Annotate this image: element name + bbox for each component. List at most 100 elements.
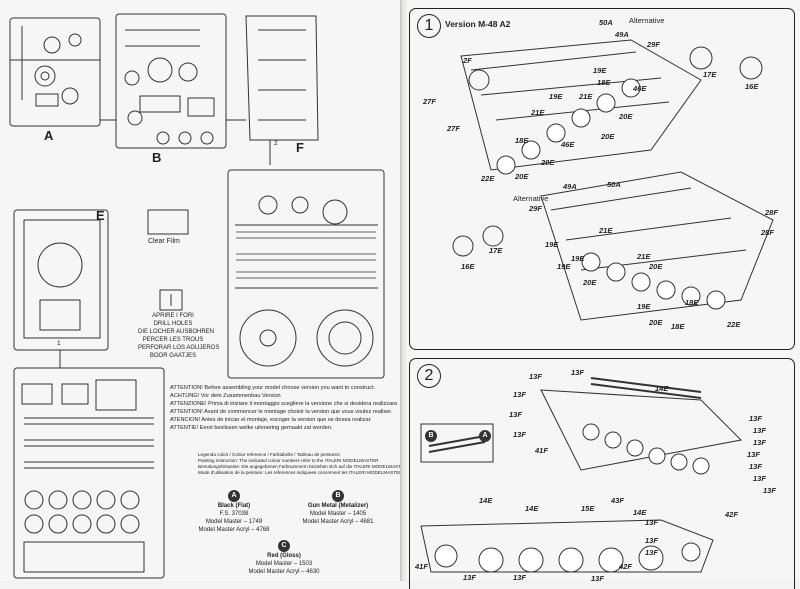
- sprue-f-label: F: [296, 140, 304, 155]
- sprue-a-label: A: [44, 128, 54, 143]
- callout: 14E: [479, 496, 493, 505]
- colour-ref: Model Master – 1405: [309, 511, 367, 517]
- colour-ref: Model Master – 1503: [255, 561, 313, 567]
- callout: 27F: [423, 97, 436, 106]
- colour-name: Red (Gloss): [267, 553, 301, 559]
- sprue-f-part-number: 2: [274, 140, 278, 147]
- colour-ref: Model Master – 1749: [205, 519, 263, 525]
- colour-ref: Model Master Acryl – 4681: [302, 519, 374, 525]
- sprue-e-part-number: 1: [57, 340, 61, 347]
- warning-line: ATENCION! Antes de iniciar el montaje, e…: [170, 417, 372, 423]
- colour-ref: Model Master Acryl – 4768: [198, 527, 270, 533]
- callout: 13F: [749, 462, 762, 471]
- callout: 20E: [515, 172, 529, 181]
- callout: 13F: [753, 426, 766, 435]
- callout: 19E: [571, 254, 585, 263]
- step-1-number: 1: [417, 14, 441, 38]
- callout: 18E: [597, 78, 611, 87]
- callout: 19E: [545, 240, 559, 249]
- callout: 13F: [509, 410, 522, 419]
- warning-line: ATTENTIE! Eerst beslissen welke uitvoeri…: [170, 425, 333, 431]
- callout: 42F: [619, 562, 632, 571]
- callout: 21E: [531, 108, 545, 117]
- callout: 28F: [765, 208, 778, 217]
- callout: 17E: [703, 70, 717, 79]
- callout: 14E: [633, 508, 647, 517]
- callout: 19E: [557, 262, 571, 271]
- callout: 13F: [513, 430, 526, 439]
- alternative-top-label: Alternative: [629, 16, 665, 25]
- callout: 50A: [607, 180, 621, 189]
- drill-note-line: APRIRE I FORI: [152, 313, 194, 319]
- colour-ref: Model Master Acryl – 4630: [248, 569, 320, 575]
- callout: 16E: [461, 262, 475, 271]
- inset-badge-a: A: [479, 430, 491, 442]
- step-2-frame: [409, 358, 795, 589]
- callout: 18E: [685, 298, 699, 307]
- right-page: 1 Version M-48 A2 Alternative Alternativ…: [400, 0, 800, 589]
- callout: 46E: [561, 140, 575, 149]
- step-2-number: 2: [417, 364, 441, 388]
- sprue-e-label: E: [96, 208, 105, 223]
- callout: 13F: [645, 518, 658, 527]
- legend-line: Mode d'utilisation de la peinture: Les r…: [198, 470, 403, 475]
- legend-line: Legenda colori / Colour reference / Farb…: [198, 452, 341, 457]
- callout: 2F: [463, 56, 472, 65]
- step-drawings: [420, 39, 774, 573]
- callout: 13F: [763, 486, 776, 495]
- sprue-drawings: [9, 13, 385, 579]
- callout: 13F: [753, 474, 766, 483]
- colour-badge: B: [332, 490, 344, 502]
- callout: 42F: [725, 510, 738, 519]
- callout: 20E: [601, 132, 615, 141]
- warning-line: ATTENTION! Avant de commencer le montage…: [170, 409, 393, 415]
- legend-line: Bemalungshinweise: Die angegebenen Farbn…: [198, 464, 408, 469]
- callout: 19E: [593, 66, 607, 75]
- callout: 13F: [753, 438, 766, 447]
- colour-c: C Red (Gloss) Model Master – 1503 Model …: [244, 540, 324, 576]
- step-1-title: Version M-48 A2: [445, 19, 511, 29]
- sprue-b-label: B: [152, 150, 162, 165]
- callout: 19E: [549, 92, 563, 101]
- callout: 14E: [525, 504, 539, 513]
- callout: 50A: [599, 18, 613, 27]
- callout: 13F: [591, 574, 604, 583]
- callout: 20E: [619, 112, 633, 121]
- drill-holes-note: APRIRE I FORI DRILL HOLES DIE LOCHER AUS…: [138, 312, 220, 360]
- callout: 49A: [615, 30, 629, 39]
- callout: 19E: [637, 302, 651, 311]
- callout: 18E: [671, 322, 685, 331]
- callout: 22E: [481, 174, 495, 183]
- colour-legend: Legenda colori / Colour reference / Farb…: [198, 452, 408, 476]
- drill-note-line: PERCER LES TROUS: [142, 337, 204, 343]
- callout: 29F: [529, 204, 542, 213]
- callout: 46E: [633, 84, 647, 93]
- left-page: A B E F 1 2 Clear Film APRIRE I FORI DRI…: [0, 0, 408, 581]
- callout: 43F: [611, 496, 624, 505]
- callout: 13F: [513, 390, 526, 399]
- callout: 20E: [649, 318, 663, 327]
- callout: 13F: [747, 450, 760, 459]
- callout: 49A: [563, 182, 577, 191]
- callout: 41F: [535, 446, 548, 455]
- step-1-frame: [409, 8, 795, 350]
- drill-note-line: DRILL HOLES: [153, 321, 193, 327]
- warning-line: ATTENTION! Before assembling your model …: [170, 385, 376, 391]
- callout: 15E: [581, 504, 595, 513]
- clear-film-label: Clear Film: [148, 238, 180, 245]
- callout: 20E: [583, 278, 597, 287]
- callout: 13F: [529, 372, 542, 381]
- callout: 21E: [599, 226, 613, 235]
- callout: 27F: [447, 124, 460, 133]
- callout: 21E: [579, 92, 593, 101]
- warning-line: ATTENZIONE! Prima di iniziare il montagg…: [170, 401, 399, 407]
- callout: 13F: [571, 368, 584, 377]
- warning-line: ACHTUNG! Vor dem Zusammenbau Version: [170, 393, 281, 399]
- colour-badge: A: [228, 490, 240, 502]
- callout: 17E: [489, 246, 503, 255]
- legend-line: Painting instruction: The indicated colo…: [198, 458, 379, 463]
- callout: 14E: [655, 384, 669, 393]
- drill-note-line: PERFORAR LOS AGUJEROS: [138, 345, 220, 351]
- colour-b: B Gun Metal (Metalizer) Model Master – 1…: [296, 490, 380, 526]
- callout: 13F: [513, 573, 526, 582]
